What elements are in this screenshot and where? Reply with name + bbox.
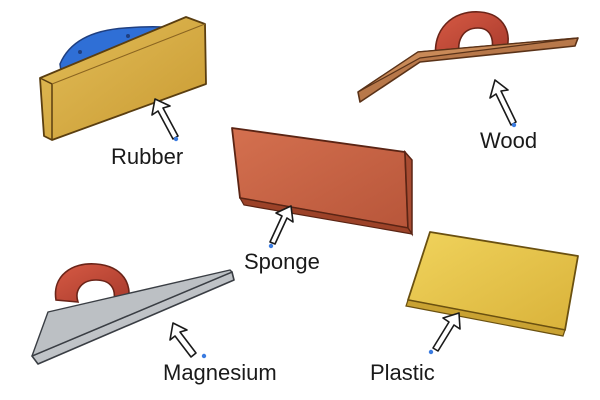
- label-magnesium: Magnesium: [163, 360, 277, 385]
- plastic-float: [405, 231, 579, 337]
- label-wood: Wood: [480, 128, 538, 153]
- label-rubber: Rubber: [111, 144, 184, 169]
- plastic-float-pad: [407, 231, 579, 331]
- label-plastic: Plastic: [370, 360, 435, 385]
- sponge-float: [231, 127, 414, 237]
- wood-float: [357, 11, 579, 103]
- label-sponge: Sponge: [244, 249, 320, 274]
- sponge-arrow: [268, 205, 294, 249]
- magnesium-float: [31, 263, 235, 365]
- rubber-arrow: [151, 98, 179, 142]
- pointer-arrows: [151, 79, 517, 359]
- wood-arrow: [489, 79, 517, 128]
- rubber-float: [39, 16, 207, 141]
- magnesium-arrow: [169, 322, 207, 359]
- plastic-arrow: [428, 312, 461, 355]
- rubber-float-pad: [39, 16, 207, 141]
